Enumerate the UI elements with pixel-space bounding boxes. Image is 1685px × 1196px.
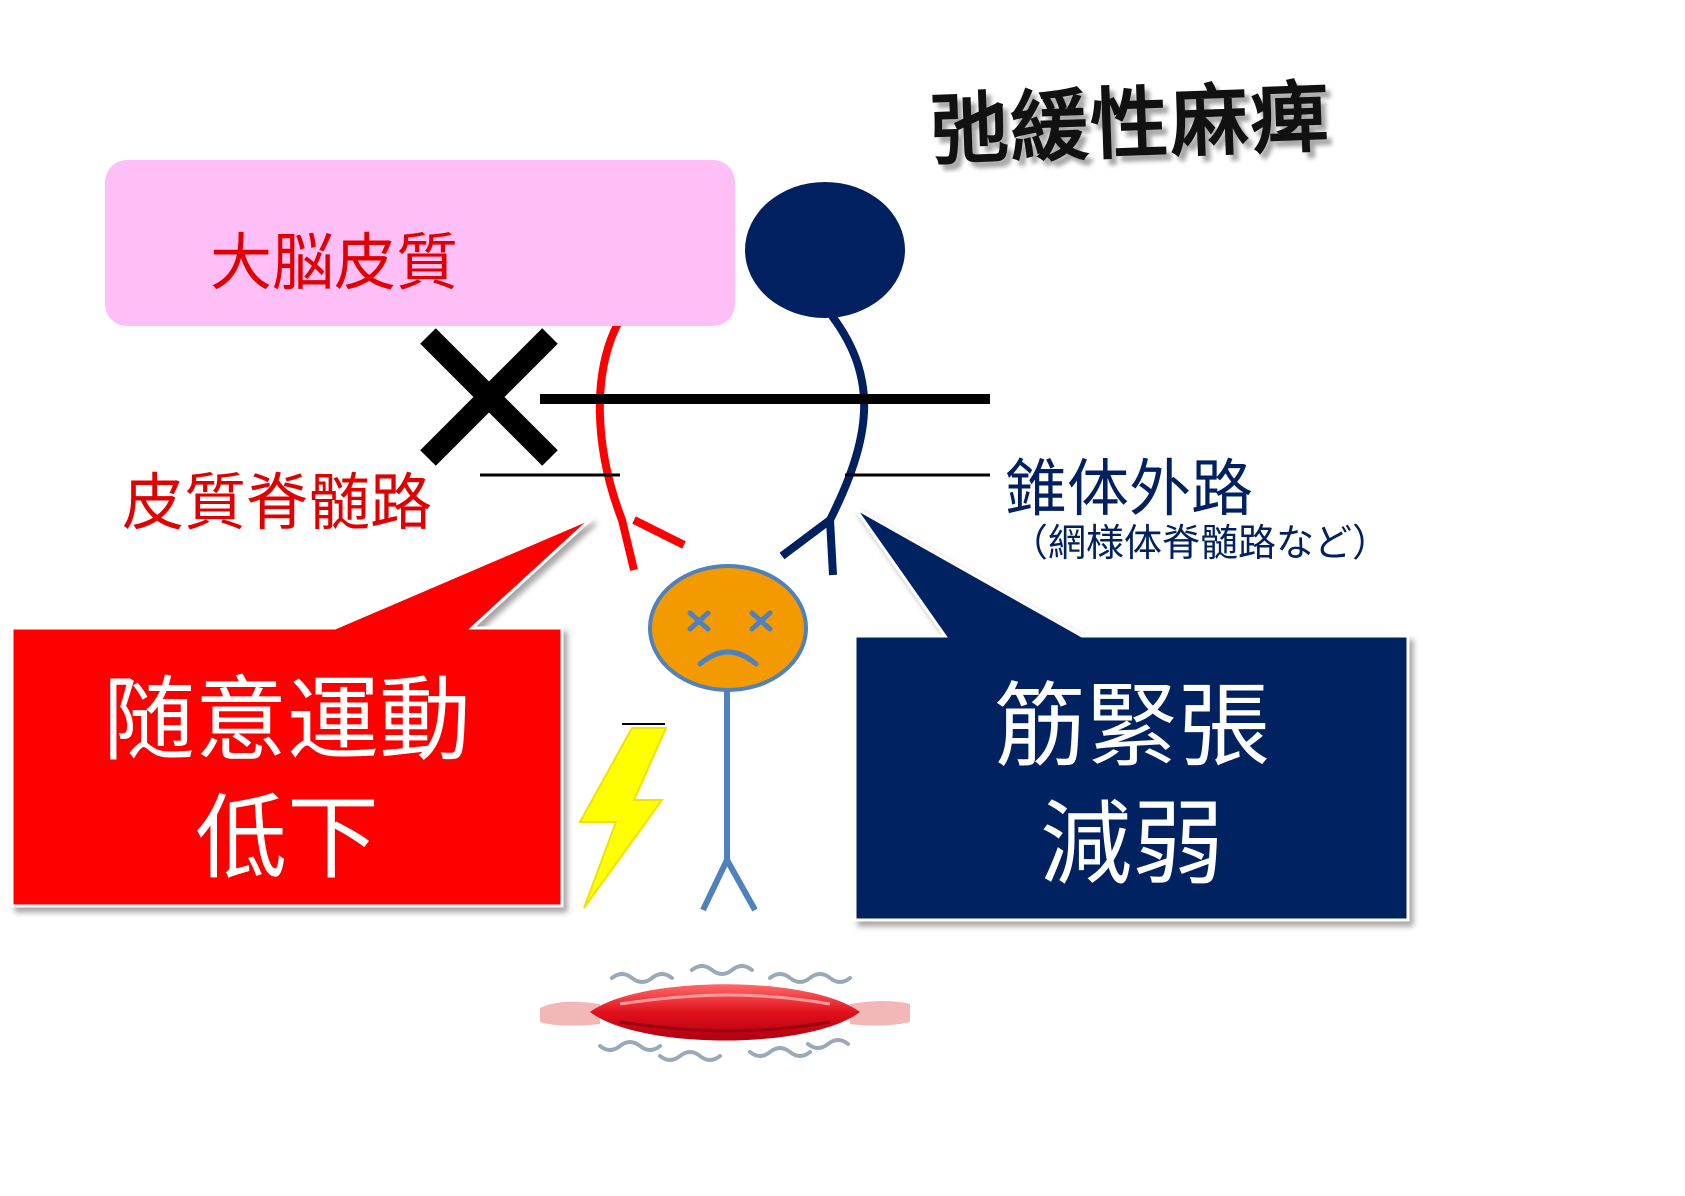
lightning-icon [578, 727, 668, 909]
tone-callout-line1: 筋緊張 [993, 673, 1270, 780]
figure-legs [700, 858, 758, 912]
red-callout-shape [10, 516, 594, 908]
navy-axon [825, 313, 869, 576]
red-axon-branch [632, 516, 686, 549]
cerebral-cortex-label: 大脳皮質 [210, 226, 459, 299]
page-title: 弛緩性麻痺 [928, 73, 1332, 177]
navy-neuron-body [745, 182, 905, 318]
red-axon [595, 313, 638, 571]
muscle-wavy-lines [598, 964, 852, 1062]
voluntary-callout-line1: 随意運動 [102, 667, 471, 774]
lesion-x-icon [420, 328, 558, 466]
muscle-icon [540, 984, 910, 1041]
corticospinal-tract-label: 皮質脊髄路 [122, 466, 433, 539]
extrapyramidal-tract-label: 錐体外路 [1005, 452, 1254, 525]
tone-callout-line2: 減弱 [1039, 791, 1224, 898]
cerebral-cortex-box [105, 160, 735, 326]
voluntary-movement-callout: 随意運動 低下 [14, 662, 560, 898]
face-x-eyes [687, 610, 773, 632]
face-frown [697, 649, 759, 667]
navy-callout-shape [853, 506, 1410, 922]
voluntary-callout-line2: 低下 [194, 785, 379, 892]
extrapyramidal-tract-sublabel: （網様体脊髄路など） [1010, 521, 1391, 565]
muscle-tone-callout: 筋緊張 減弱 [858, 668, 1406, 904]
sad-face-icon [648, 564, 808, 692]
navy-axon-branch [779, 516, 833, 560]
